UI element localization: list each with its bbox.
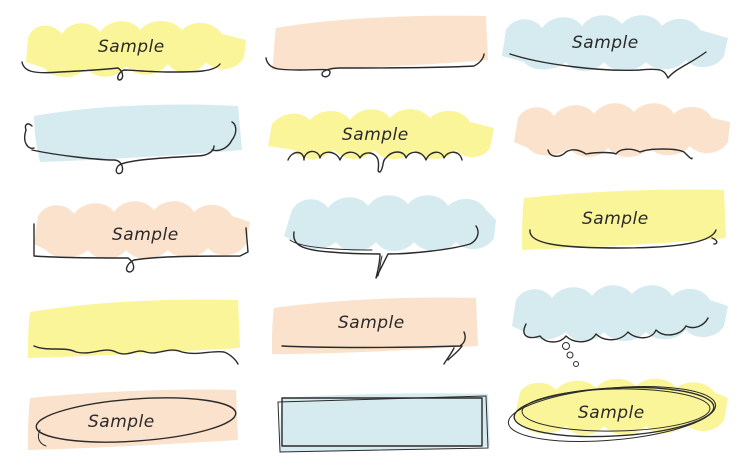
- oval-frame: [35, 397, 237, 443]
- speech-bracket-tail: [293, 225, 479, 279]
- yellow-scalloped-brush: [268, 109, 494, 159]
- blue-scalloped-brush: [512, 285, 728, 341]
- peach-scalloped-brush: [34, 201, 250, 259]
- sample-label: Sample: [338, 313, 405, 333]
- yellow-rough-rectangle: [28, 299, 240, 358]
- bracket-bottom-swirl: [21, 61, 221, 81]
- oval-frame-tail: [37, 429, 47, 447]
- rectangle-frame-sketch: [277, 395, 489, 453]
- blue-scalloped-brush: [502, 15, 728, 72]
- frame-r4c3: [512, 285, 728, 367]
- bracket-bottom-humps: [547, 148, 693, 160]
- frame-r3c1: Sample: [33, 201, 250, 273]
- peach-rough-rectangle: [272, 15, 488, 70]
- frame-r1c2: [265, 15, 488, 78]
- bracket-bottom-arc: [529, 229, 718, 249]
- rectangle-frame: [281, 397, 483, 447]
- yellow-scalloped-brush: [26, 21, 246, 77]
- frame-r2c2: Sample: [268, 109, 494, 173]
- frame-r1c3: Sample: [502, 15, 728, 79]
- frame-r3c3: Sample: [522, 189, 726, 250]
- sample-label: Sample: [342, 125, 409, 145]
- bracket-bottom-wave: [509, 51, 707, 79]
- oval-frame-scribble-2: [521, 388, 711, 432]
- peach-scalloped-brush: [514, 103, 730, 157]
- bracket-bottom-loops: [287, 150, 463, 173]
- thought-bubble-dot-small: [573, 361, 579, 367]
- blue-rough-rectangle: [34, 104, 242, 162]
- sample-label: Sample: [578, 403, 645, 423]
- frame-r2c3: [514, 103, 730, 160]
- bracket-curly-ends: [24, 121, 237, 175]
- speech-bracket-tail-inner: [289, 239, 383, 277]
- yellow-rough-rectangle: [522, 189, 726, 250]
- frame-r1c1: Sample: [21, 21, 246, 81]
- sample-label: Sample: [112, 225, 179, 245]
- bracket-bottom-curl: [265, 53, 485, 78]
- peach-rough-rectangle: [272, 297, 478, 354]
- bracket-bottom-hook: [281, 331, 466, 365]
- sample-label: Sample: [88, 412, 155, 432]
- sample-label: Sample: [98, 37, 165, 57]
- oval-frame-scribble-3: [507, 386, 717, 442]
- frame-r4c2: Sample: [272, 297, 478, 365]
- blue-rough-rectangle: [280, 393, 490, 452]
- sample-label: Sample: [582, 209, 649, 229]
- frame-r4c1: [28, 299, 240, 365]
- frame-r5c2: [277, 393, 490, 453]
- thought-bubble-dot-medium: [566, 351, 574, 359]
- frame-r5c3: Sample: [507, 378, 728, 442]
- frame-r3c2: [284, 195, 496, 279]
- thought-bubble-bracket: [523, 317, 709, 343]
- sample-label: Sample: [572, 33, 639, 53]
- bracket-bottom-squiggle: [33, 345, 239, 365]
- thought-bubble-dot-large: [562, 342, 570, 350]
- bracket-left-hook: [24, 123, 33, 131]
- frame-r5c1: Sample: [28, 389, 238, 450]
- bracket-square-curl: [33, 223, 249, 273]
- blue-scalloped-brush: [284, 195, 496, 251]
- frame-r2c1: [24, 104, 242, 175]
